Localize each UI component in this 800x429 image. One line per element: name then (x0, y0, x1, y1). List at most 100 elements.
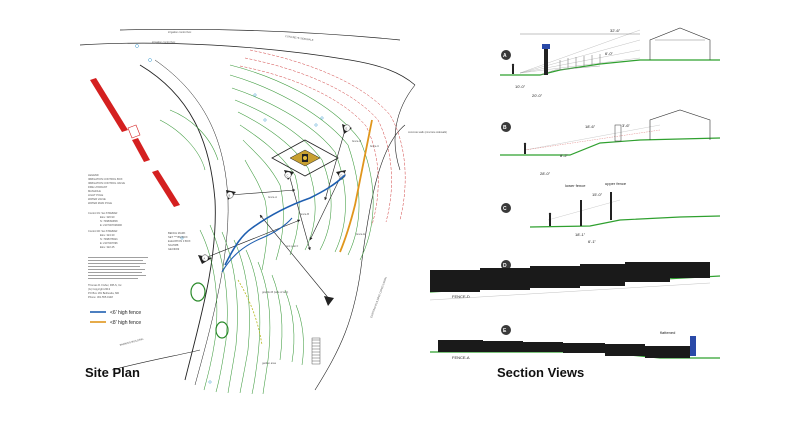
fence-e-panels (438, 340, 690, 358)
fence-legend: <6' high fence <8' high fence (90, 310, 141, 326)
tree-circle-2 (215, 321, 229, 339)
legend-line: WATER MAIN POLE (88, 201, 112, 205)
section-views-title: Section Views (497, 365, 585, 380)
legend-line: IRRIGATION CONTROL VALVE (88, 181, 125, 185)
orange-legend-label: <8' high fence (110, 320, 141, 326)
fence-c-label: fence-C (370, 144, 379, 148)
section-e-right-label: flattened (660, 330, 675, 335)
control-line: N: 7098393836 (100, 219, 118, 223)
notes-block (88, 257, 148, 279)
fence-posts (559, 54, 601, 70)
legend-line: LEGEND (88, 173, 99, 177)
section-a-dim-low: 20'-0" (532, 93, 543, 98)
existing-building-label: EXISTING BUILDING CONCLUSION (369, 276, 388, 318)
site-plan: A B C D E irrigation control box (79, 28, 447, 395)
section-c-lower-label: lower fence (565, 183, 586, 188)
sight-d-label: D (341, 174, 343, 178)
control-line: Elev: 322.45 (100, 245, 115, 249)
section-b-letter: B (503, 125, 507, 131)
section-e-fence-label: FENCE-A (452, 355, 470, 360)
section-c-badge (501, 203, 511, 213)
section-d-fence-label: FENCE-D (452, 294, 470, 299)
section-b-dim-low: 28'-0" (540, 171, 551, 176)
tree-circle-1 (190, 282, 206, 302)
surveyor-line: (G) Copyright 2013 (88, 287, 111, 291)
existing-contours (239, 49, 406, 226)
ground-line (500, 137, 721, 156)
section-b-dim-mid: 8'-2" (560, 153, 569, 158)
section-a: A 32'-6" 20'-0" 10'-0" 6'-0" (500, 27, 720, 98)
sight-e-marker (343, 124, 351, 132)
light-pole (544, 48, 548, 75)
bench-line: NGVD88 (168, 243, 179, 247)
road-top-label: CONCRETE SIDEWALK (285, 34, 314, 42)
blue-legend-label: <6' high fence (110, 310, 141, 316)
sight-lines (204, 129, 346, 301)
graphic-b-label: graphic-B (side of tent) (262, 290, 288, 294)
section-views: A 32'-6" 20'-0" 10'-0" 6'-0" (429, 27, 721, 360)
garden-label: garden area (262, 361, 277, 365)
section-a-dim-mid: 10'-0" (515, 84, 526, 89)
fence-e-label: fence-E (356, 232, 365, 236)
parking-label: PARKING BUILDING (119, 337, 144, 347)
site-plan-title: Site Plan (85, 365, 140, 380)
control-line: N: 7098378321 (100, 237, 118, 241)
surveyor-block: Thomas R. Fisher, RPLS, Inc (G) Copyrigh… (88, 283, 122, 299)
section-b: B 18'-6" 28'-0" 8'-2" 3'-6" (500, 109, 721, 176)
fence-a-label: fence-A (268, 195, 277, 199)
section-c-letter: C (503, 206, 507, 212)
irrigation-label-2: irrigation control box (152, 40, 176, 44)
section-b-badge (501, 122, 511, 132)
stairs-hatch (311, 337, 321, 365)
control-block: Control #1: Set 6"REBAR Elev: 326.90 N: … (88, 211, 122, 249)
sight-c-label: C (287, 174, 289, 178)
control-line: E: 2107467096 (100, 241, 118, 245)
section-d-badge (501, 260, 511, 270)
control-line: Control #1: Set 6"REBAR (88, 211, 117, 215)
blue-fence-lower (221, 217, 293, 273)
surveyor-line: Phone: 301.555.0148 (88, 295, 113, 299)
tent-outline (649, 27, 711, 60)
section-a-dim-top: 32'-6" (610, 28, 621, 33)
legend-line: MANHOLE (88, 189, 101, 193)
utility-markers (135, 44, 324, 384)
fence-b-label: fence-B (300, 212, 309, 216)
fence-d-label: fence-D (352, 139, 361, 143)
section-c: C lower fence upper fence 15'-0" 18'-1" … (501, 181, 721, 244)
section-e: E FENCE-A flattened (430, 325, 720, 360)
blue-fence (224, 174, 346, 266)
section-c-dim-top: 15'-0" (592, 192, 603, 197)
control-line: E: 2107467028490 (100, 223, 122, 227)
legend-block: LEGEND IRRIGATION CONTROL BOX IRRIGATION… (88, 173, 125, 205)
sight-a-label: A (204, 257, 206, 261)
section-c-dim-low: 18'-1" (575, 232, 586, 237)
upper-fence-post (610, 192, 612, 220)
irrigation-label-1: irrigation control box (168, 30, 192, 34)
section-c-upper-label: upper fence (605, 181, 627, 186)
bench-line: ELEVATION 3 BOX (168, 239, 191, 243)
road-right-label: concrete walk (concrete sidewalk) (408, 130, 447, 134)
north-arrow-stripes (90, 78, 180, 207)
ground-line (529, 215, 721, 228)
tent-post-label: tent post F (286, 244, 299, 248)
bench-mark-block: BENCH MARK SET *** BM BOX ELEVATION 3 BO… (168, 231, 191, 251)
section-b-dim-top: 18'-6" (585, 124, 596, 129)
tent-structure (271, 139, 339, 177)
legend-line: WATER VALVE (88, 197, 106, 201)
control-line: Elev: 326.90 (100, 215, 115, 219)
surveyor-line: Thomas R. Fisher, RPLS, Inc (88, 283, 122, 287)
section-d-letter: D (503, 263, 507, 269)
bench-line: BENCH MARK (168, 231, 186, 235)
sight-b-marker (226, 191, 234, 199)
sight-c-marker (284, 171, 292, 179)
legend-line: FIRE HYDRANT (88, 185, 108, 189)
sight-a-marker (201, 254, 209, 262)
lower-fence-post (580, 200, 582, 226)
control-line: Control #2: Set 6"REBAR (88, 229, 117, 233)
section-c-dim-small: 6'-1" (588, 239, 597, 244)
section-a-badge (501, 50, 511, 60)
ground-line (500, 59, 720, 76)
section-a-letter: A (503, 53, 507, 59)
section-e-letter: E (503, 328, 507, 334)
